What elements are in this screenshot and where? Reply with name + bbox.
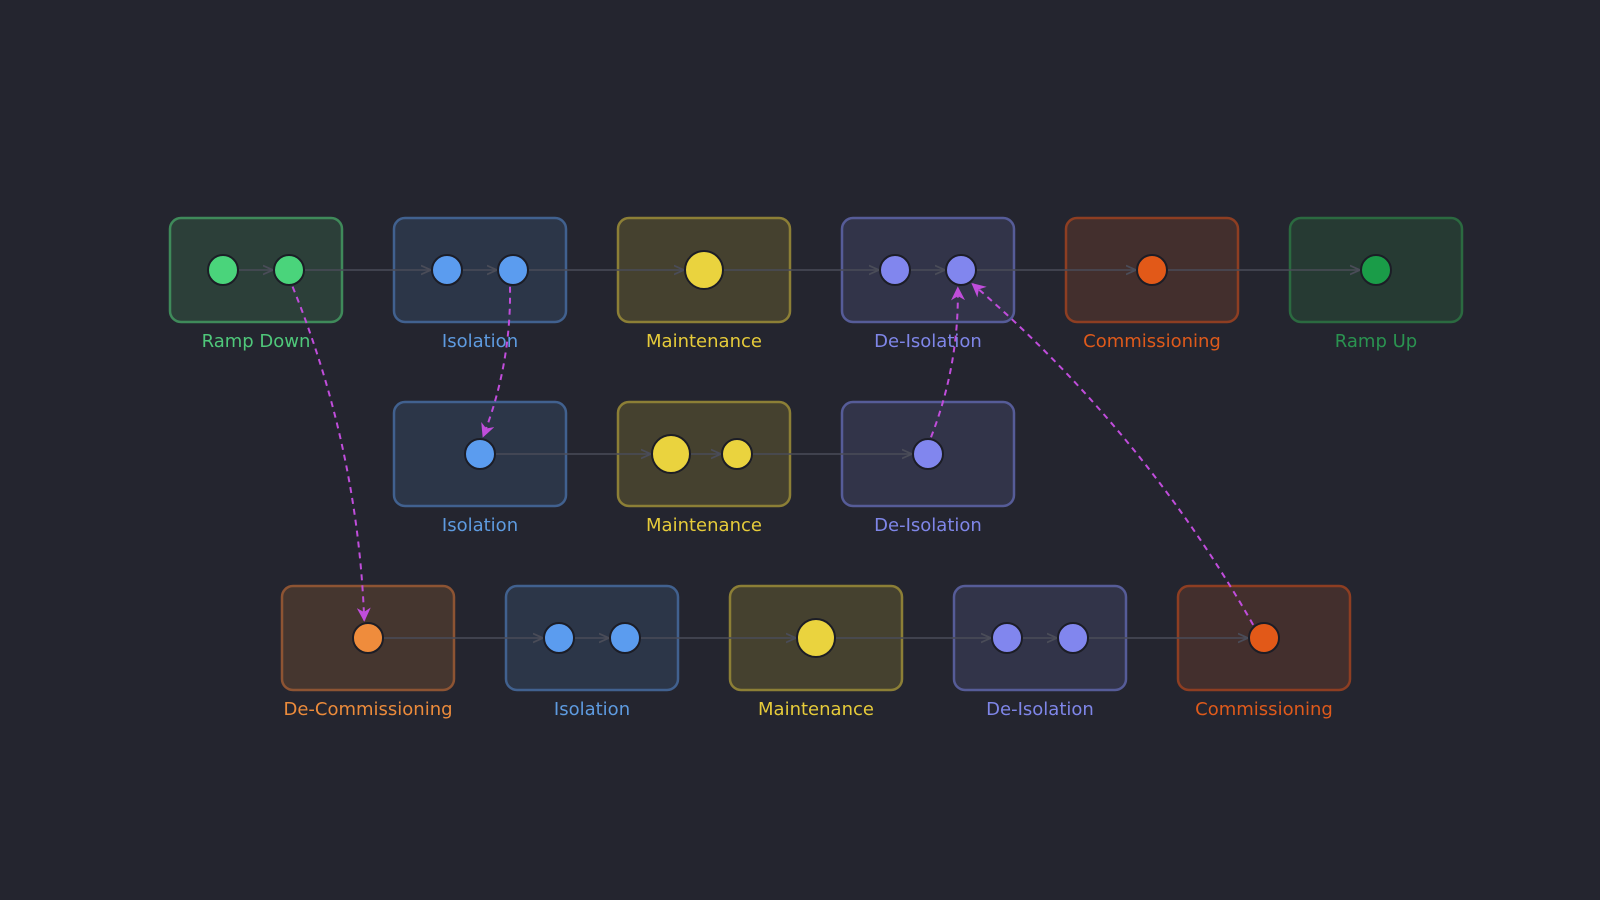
stage-label-r2-de-isolation: De-Isolation xyxy=(874,515,982,536)
task-dot-r2d4[interactable] xyxy=(912,438,944,470)
stage-label-r1-maintenance: Maintenance xyxy=(646,331,762,352)
dependency-arrow-3 xyxy=(971,282,1255,626)
task-dots-layer xyxy=(207,250,1392,658)
task-dot-r1d2[interactable] xyxy=(273,254,305,286)
task-dot-r3d4[interactable] xyxy=(796,618,836,658)
stage-label-r3-de-commissioning: De-Commissioning xyxy=(283,699,452,720)
stage-label-r3-commissioning: Commissioning xyxy=(1195,699,1333,720)
task-dot-r3d5[interactable] xyxy=(991,622,1023,654)
stage-label-r1-ramp-down: Ramp Down xyxy=(202,331,311,352)
stage-label-r3-de-isolation: De-Isolation xyxy=(986,699,1094,720)
task-dot-r2d1[interactable] xyxy=(464,438,496,470)
stage-label-r3-isolation: Isolation xyxy=(554,699,630,720)
stage-label-r1-de-isolation: De-Isolation xyxy=(874,331,982,352)
task-dot-r2d2[interactable] xyxy=(651,434,691,474)
stage-label-r3-maintenance: Maintenance xyxy=(758,699,874,720)
task-dot-r1d3[interactable] xyxy=(431,254,463,286)
stage-label-r1-isolation: Isolation xyxy=(442,331,518,352)
task-dot-r2d3[interactable] xyxy=(721,438,753,470)
task-dot-r1d8[interactable] xyxy=(1136,254,1168,286)
stage-label-r1-ramp-up: Ramp Up xyxy=(1335,331,1417,352)
dependency-arrows-layer xyxy=(291,282,1255,626)
task-dot-r3d6[interactable] xyxy=(1057,622,1089,654)
task-dot-r3d1[interactable] xyxy=(352,622,384,654)
dependency-arrow-2 xyxy=(930,286,966,438)
task-dot-r3d7[interactable] xyxy=(1248,622,1280,654)
task-dot-r3d3[interactable] xyxy=(609,622,641,654)
task-dot-r1d6[interactable] xyxy=(879,254,911,286)
task-dot-r1d1[interactable] xyxy=(207,254,239,286)
connector-lines-layer xyxy=(239,270,1360,638)
task-dot-r1d5[interactable] xyxy=(684,250,724,290)
task-dot-r3d2[interactable] xyxy=(543,622,575,654)
task-dot-r1d9[interactable] xyxy=(1360,254,1392,286)
stage-label-r2-maintenance: Maintenance xyxy=(646,515,762,536)
dependency-arrow-1 xyxy=(481,286,512,438)
stage-label-r2-isolation: Isolation xyxy=(442,515,518,536)
stage-label-r1-commissioning: Commissioning xyxy=(1083,331,1221,352)
task-dot-r1d4[interactable] xyxy=(497,254,529,286)
task-dot-r1d7[interactable] xyxy=(945,254,977,286)
dependency-arrow-0 xyxy=(291,286,371,622)
